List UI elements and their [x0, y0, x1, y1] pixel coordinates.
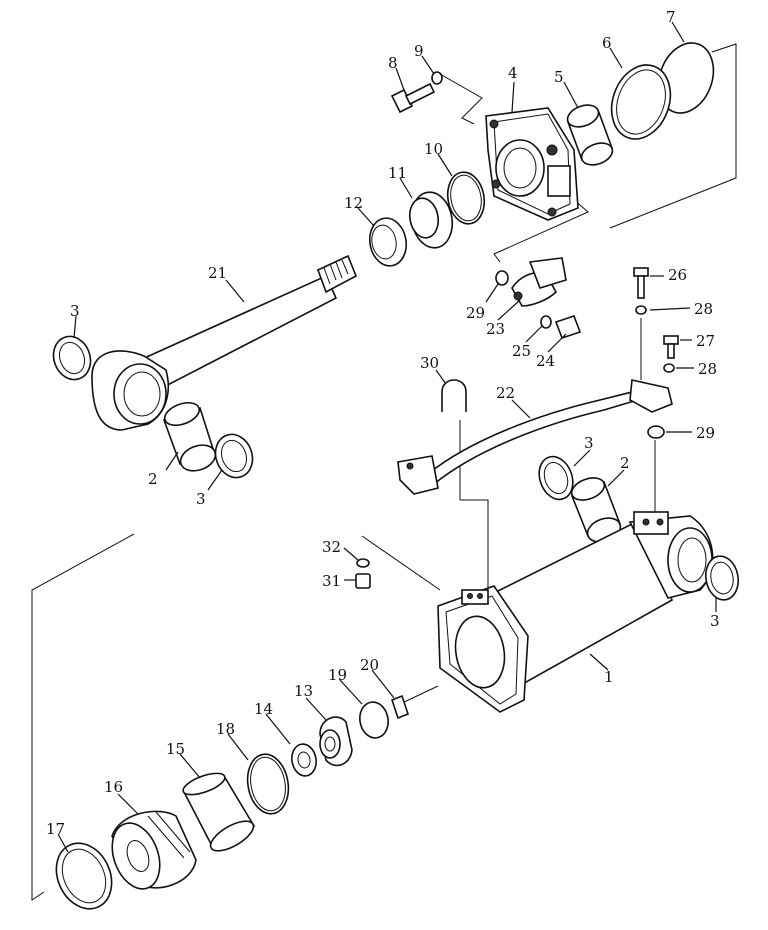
guide-line-head-bottom — [493, 197, 589, 263]
dust-seal-3-mid-left-inner — [220, 439, 248, 473]
washer-28-bottom — [663, 363, 675, 373]
label-part-20: 20 — [360, 656, 379, 674]
washer-32 — [356, 558, 370, 568]
label-part-29-right: 29 — [696, 424, 715, 442]
wear-ring-15 — [182, 772, 256, 852]
cylinder-tube-1 — [437, 511, 714, 713]
seal-17-inner — [61, 848, 107, 904]
guide-line-bottom-left — [31, 533, 135, 901]
bushing-2-right — [570, 477, 622, 543]
label-part-29-top: 29 — [466, 304, 485, 322]
o-ring-29-right — [647, 425, 665, 439]
washer-25 — [540, 315, 552, 329]
label-part-28-top: 28 — [694, 300, 713, 318]
seal-11 — [408, 191, 454, 249]
label-part-6: 6 — [602, 34, 612, 52]
o-ring-18-inner — [250, 756, 286, 812]
dust-seal-3-mid-left — [214, 433, 254, 479]
dust-seal-3-right-inner — [710, 561, 734, 595]
o-ring-10 — [446, 171, 486, 225]
label-part-3-mid-left: 3 — [196, 490, 206, 508]
o-ring-7 — [657, 42, 715, 114]
washer-28-top — [635, 305, 647, 315]
pin-20 — [391, 694, 409, 720]
label-part-24: 24 — [536, 352, 555, 370]
label-part-10: 10 — [424, 140, 443, 158]
o-ring-29-top — [495, 270, 509, 286]
label-part-18: 18 — [216, 720, 235, 738]
guide-line-top-right — [609, 43, 737, 229]
bolt-24 — [554, 314, 582, 340]
pipe-22 — [397, 379, 673, 495]
label-part-23: 23 — [486, 320, 505, 338]
dust-seal-3-mid-right-inner — [543, 462, 569, 494]
u-bolt-30 — [441, 379, 467, 412]
dust-seal-3-mid-right — [538, 455, 574, 501]
dust-seal-3-right — [704, 555, 740, 601]
dust-seal-3-top-left-inner — [58, 341, 86, 375]
label-part-9: 9 — [414, 42, 424, 60]
bolt-27 — [663, 335, 679, 359]
label-part-11: 11 — [388, 164, 407, 182]
label-part-30: 30 — [420, 354, 439, 372]
label-part-12: 12 — [344, 194, 363, 212]
label-part-21: 21 — [208, 264, 227, 282]
bolt-8 — [390, 82, 436, 114]
label-part-2-left: 2 — [148, 470, 158, 488]
elbow-23 — [511, 257, 567, 307]
label-part-25: 25 — [512, 342, 531, 360]
o-ring-10-inner — [450, 174, 482, 222]
piston-16 — [111, 810, 197, 890]
label-part-31: 31 — [322, 572, 341, 590]
bushing-5 — [566, 104, 614, 166]
label-part-26: 26 — [668, 266, 687, 284]
backup-ring-6-inner — [616, 69, 666, 135]
label-part-22: 22 — [496, 384, 515, 402]
nut-31 — [355, 573, 371, 589]
bolt-26 — [633, 267, 649, 299]
cylinder-head-4 — [485, 107, 579, 221]
label-part-13: 13 — [294, 682, 313, 700]
label-part-3-mid-right: 3 — [584, 434, 594, 452]
label-part-5: 5 — [554, 68, 564, 86]
backup-ring-6 — [610, 64, 672, 140]
washer-9 — [431, 71, 443, 85]
label-part-7: 7 — [666, 8, 676, 26]
label-part-3-right: 3 — [710, 612, 720, 630]
label-part-27: 27 — [696, 332, 715, 350]
label-part-3-top-left: 3 — [70, 302, 80, 320]
label-part-19: 19 — [328, 666, 347, 684]
label-part-32: 32 — [322, 538, 341, 556]
label-part-15: 15 — [166, 740, 185, 758]
guide-line-head — [439, 73, 483, 125]
label-part-4: 4 — [508, 64, 518, 82]
washer-14 — [291, 743, 317, 777]
o-ring-18 — [246, 753, 290, 815]
label-part-8: 8 — [388, 54, 398, 72]
bearing-12 — [368, 217, 408, 267]
guide-line-pipe — [460, 499, 489, 600]
bushing-2-left — [162, 401, 217, 472]
label-part-17: 17 — [46, 820, 65, 838]
label-part-1: 1 — [604, 668, 614, 686]
seal-17 — [55, 842, 113, 910]
dust-seal-3-top-left — [52, 335, 92, 381]
guide-line-nut — [399, 685, 439, 705]
nut-13 — [319, 716, 353, 767]
o-ring-19 — [359, 701, 389, 739]
guide-line-body-top — [361, 535, 441, 591]
label-part-2-right: 2 — [620, 454, 630, 472]
leader-lines — [57, 21, 717, 853]
label-part-16: 16 — [104, 778, 123, 796]
piston-rod-21 — [91, 254, 358, 431]
label-part-28-bottom: 28 — [698, 360, 717, 378]
label-part-14: 14 — [254, 700, 273, 718]
